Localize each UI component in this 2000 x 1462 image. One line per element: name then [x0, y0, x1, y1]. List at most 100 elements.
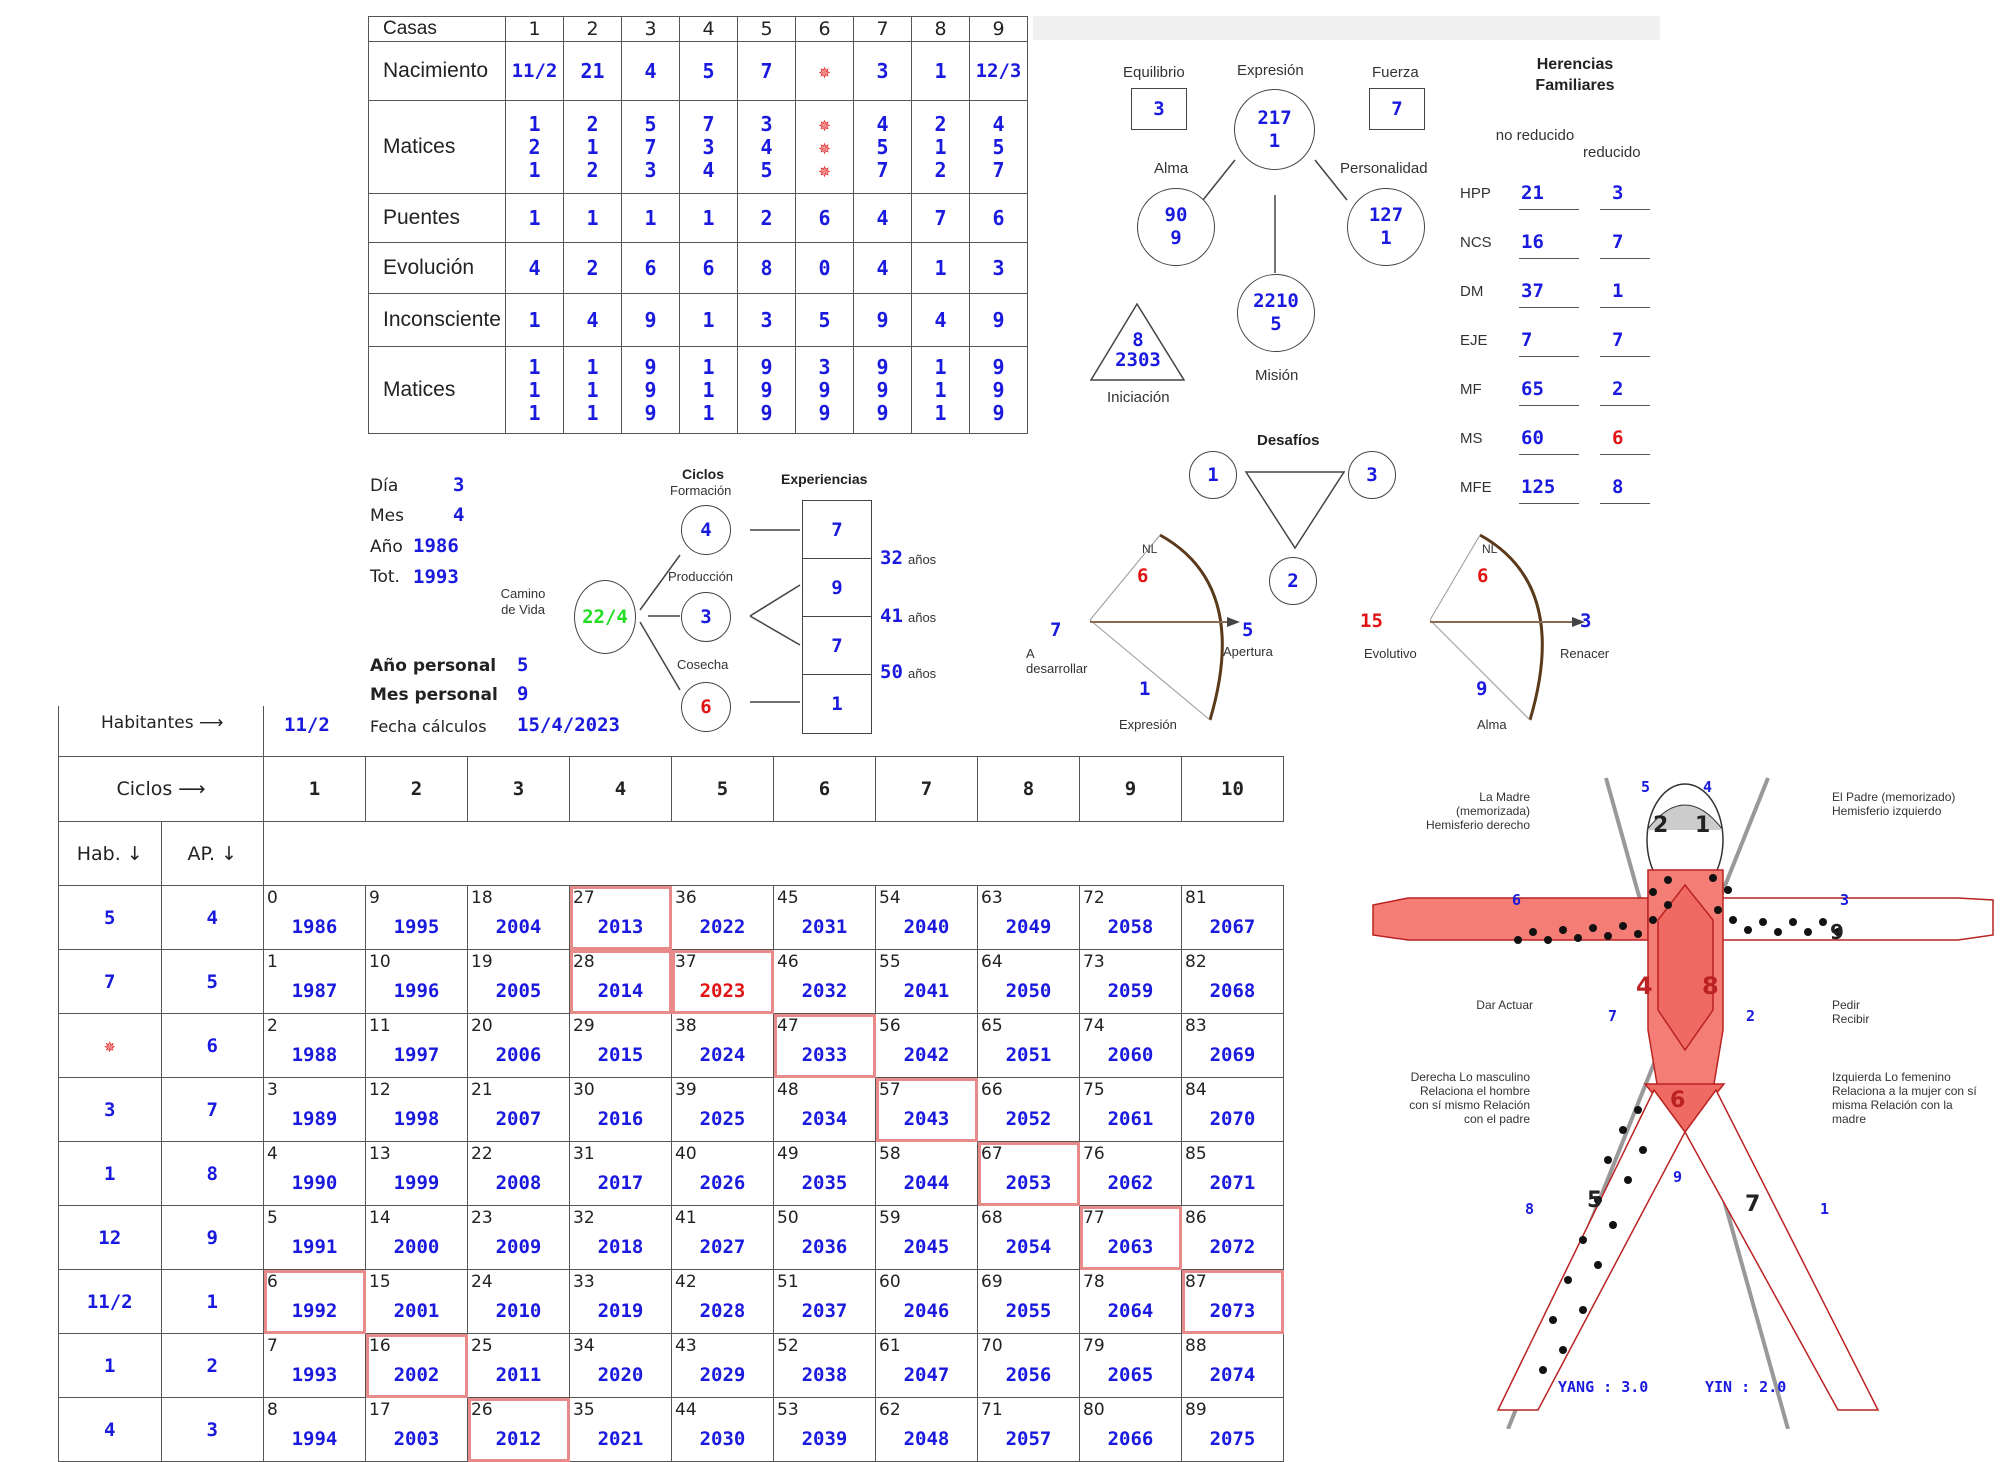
houses-cell: 1 — [679, 193, 738, 243]
age-number: 15 — [369, 1272, 391, 1292]
formacion-label: Formación — [670, 483, 732, 498]
anio-value: 1986 — [413, 535, 459, 557]
ap-cell: 2 — [160, 1333, 264, 1398]
hab-cell: 11/2 — [58, 1269, 162, 1334]
body-num-4: 4 — [1703, 778, 1713, 796]
age-number: 43 — [675, 1336, 697, 1356]
age-number: 13 — [369, 1144, 391, 1164]
herencia-underline — [1600, 307, 1650, 308]
habitantes-label: Habitantes ⟶ — [101, 713, 224, 733]
age-number: 68 — [981, 1208, 1003, 1228]
matiz-value: 7 — [992, 157, 1005, 182]
hab-cell: 4 — [58, 1397, 162, 1462]
year-number: 2072 — [1209, 1236, 1256, 1258]
matiz-value: 5 — [876, 134, 889, 159]
age-number: 51 — [777, 1272, 799, 1292]
arc2-left-label: Evolutivo — [1364, 646, 1417, 661]
year-number: 2038 — [801, 1364, 848, 1386]
year-number: 2016 — [597, 1108, 644, 1130]
body-num-1b: 1 — [1820, 1200, 1830, 1218]
matiz-value: 1 — [528, 111, 541, 136]
matiz-value: 1 — [528, 157, 541, 182]
year-number: 1991 — [291, 1236, 338, 1258]
year-number: 2074 — [1209, 1364, 1256, 1386]
ap-header: AP. ↓ — [160, 821, 264, 886]
houses-cell: 7 — [911, 193, 970, 243]
year-number: 2070 — [1209, 1108, 1256, 1130]
hab-cell: 7 — [58, 949, 162, 1014]
age-number: 8 — [267, 1400, 278, 1420]
herencia-label: EJE — [1460, 332, 1488, 349]
year-number: 2030 — [699, 1428, 746, 1450]
year-number: 2024 — [699, 1044, 746, 1066]
year-number: 2004 — [495, 916, 542, 938]
house-col-7: 7 — [853, 16, 912, 42]
matiz-value: 9 — [876, 354, 889, 379]
age-number: 10 — [369, 952, 391, 972]
herencia-label: MF — [1460, 381, 1482, 398]
year-number: 2059 — [1107, 980, 1154, 1002]
age-number: 34 — [573, 1336, 595, 1356]
matiz-value: ✵ — [818, 111, 831, 136]
age-number: 81 — [1185, 888, 1207, 908]
year-number: 2023 — [699, 980, 746, 1002]
fuerza-box: 7 — [1369, 88, 1425, 130]
cosecha-label: Cosecha — [677, 657, 729, 672]
year-number: 2035 — [801, 1172, 848, 1194]
formacion-circle: 4 — [681, 505, 731, 555]
houses-cell: 1 — [563, 193, 622, 243]
age-number: 6 — [267, 1272, 278, 1292]
matiz-value: 7 — [876, 157, 889, 182]
herencia-no-reducido: 125 — [1521, 476, 1556, 498]
matiz-value: 4 — [760, 134, 773, 159]
matiz-value: 1 — [702, 354, 715, 379]
matiz-value: 1 — [702, 377, 715, 402]
anio-personal-label: Año personal — [370, 656, 497, 676]
houses-cell: 4 — [853, 193, 912, 243]
year-number: 2019 — [597, 1300, 644, 1322]
herencia-label: HPP — [1460, 185, 1491, 202]
herencia-reducido: 1 — [1612, 280, 1624, 302]
year-number: 2055 — [1005, 1300, 1052, 1322]
age-number: 73 — [1083, 952, 1105, 972]
age-number: 67 — [981, 1144, 1003, 1164]
age-number: 62 — [879, 1400, 901, 1420]
mes-personal-value: 9 — [517, 683, 529, 705]
herencia-reducido: 7 — [1612, 231, 1624, 253]
matiz-value: 9 — [992, 400, 1005, 425]
experiencias-box: 7 9 7 1 — [802, 500, 872, 734]
house-col-8: 8 — [911, 16, 970, 42]
herencia-no-reducido: 16 — [1521, 231, 1544, 253]
year-number: 2043 — [903, 1108, 950, 1130]
house-col-6: 6 — [795, 16, 854, 42]
herencias-col2: reducido — [1583, 144, 1641, 161]
age-number: 16 — [369, 1336, 391, 1356]
fecha-label: Fecha cálculos — [370, 717, 487, 736]
yang-value: YANG : 3.0 — [1558, 1378, 1649, 1396]
